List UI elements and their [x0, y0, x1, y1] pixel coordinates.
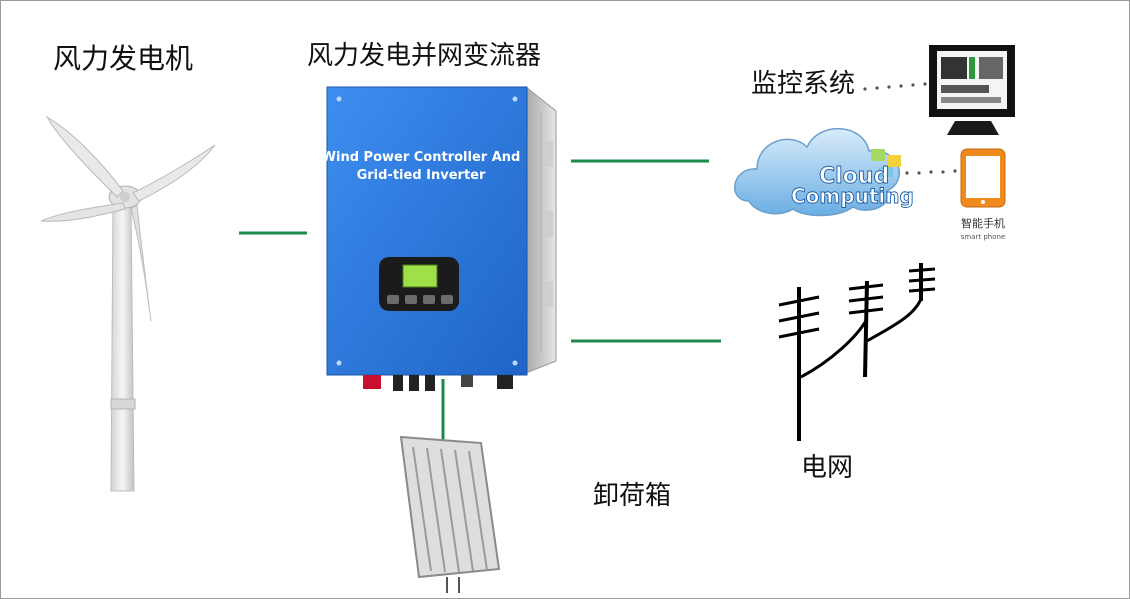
label-inverter: 风力发电并网变流器 [307, 41, 542, 71]
label-dump-load: 卸荷箱 [593, 481, 672, 511]
cloud-text-line1: Cloud [819, 164, 889, 189]
phone-caption-cn: 智能手机 [961, 216, 1005, 230]
phone-caption-en: smart phone [961, 233, 1006, 241]
label-monitoring-system: 监控系统 [751, 69, 856, 99]
wind-turbine-icon [40, 115, 216, 492]
monitor-icon [929, 45, 1015, 135]
dotted-links [863, 82, 957, 175]
label-wind-turbine: 风力发电机 [53, 42, 194, 75]
smartphone-icon [960, 148, 1006, 208]
power-grid-poles-icon [778, 263, 936, 441]
connector-lines [239, 159, 721, 441]
cloud-text-line2: Computing [791, 184, 914, 208]
inverter-panel-line1: Wind Power Controller And [322, 150, 521, 165]
inverter-device [326, 85, 557, 391]
dump-load-icon [399, 435, 501, 593]
inverter-panel-line2: Grid-tied Inverter [357, 168, 486, 183]
cloud-computing-icon [734, 127, 901, 217]
label-power-grid: 电网 [801, 453, 854, 483]
